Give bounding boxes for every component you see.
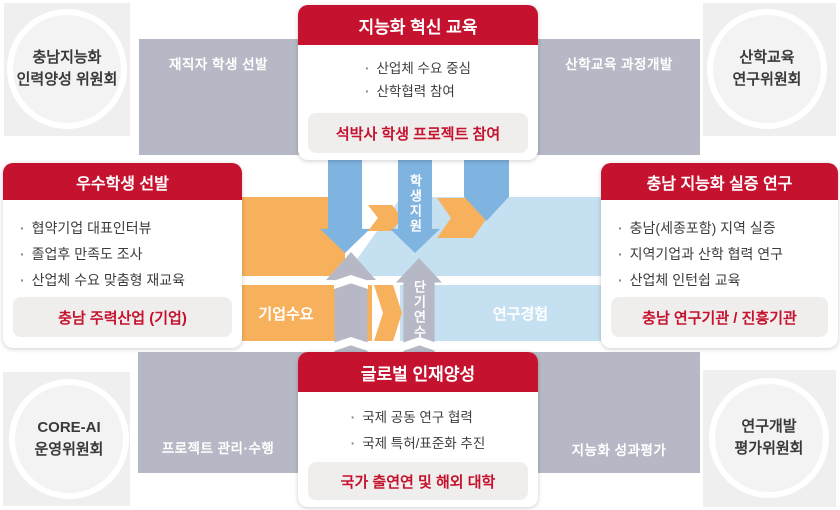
arrow-chevron-notch xyxy=(403,337,436,351)
bullet-item: 산업체 수요 맞춤형 재교육 xyxy=(20,267,242,293)
bullet-list: 충남(세종포함) 지역 실증 지역기업과 산학 협력 연구 산업체 인턴쉽 교육 xyxy=(618,215,838,293)
card-demonstration-research: 충남 지능화 실증 연구 충남(세종포함) 지역 실증 지역기업과 산학 협력 … xyxy=(601,163,838,348)
band-performance-evaluation: 지능화 성과평가 xyxy=(508,352,700,473)
committee-name-line: 연구위원회 xyxy=(732,71,802,88)
bullet-list: 국제 공동 연구 협력 국제 특허/표준화 추진 xyxy=(351,405,486,457)
committee-name-line: 충남지능화 xyxy=(32,48,102,66)
bullet-item: 협약기업 대표인터뷰 xyxy=(20,215,242,241)
bullet-item: 졸업후 만족도 조사 xyxy=(20,241,242,267)
bullet-list: 산업체 수요 중심 산학협력 참여 xyxy=(365,57,471,103)
card-innovation-education: 지능화 혁신 교육 산업체 수요 중심 산학협력 참여 석박사 학생 프로젝트 … xyxy=(298,5,538,160)
card-title: 글로벌 인재양성 xyxy=(298,352,538,392)
arrow-chevron-notch xyxy=(334,337,368,351)
band-label: 지능화 성과평가 xyxy=(571,443,667,458)
flow-label-company-demand: 기업수요 xyxy=(258,305,314,323)
flow-label-research-experience: 연구경험 xyxy=(492,305,549,323)
bullet-item: 산업체 수요 중심 xyxy=(365,57,471,80)
committee-name-line: 평가위원회 xyxy=(734,440,804,457)
card-title: 우수학생 선발 xyxy=(3,163,242,200)
committee-circle-industry-education-research: 산학교육 연구위원회 xyxy=(707,9,827,129)
bullet-item: 산학협력 참여 xyxy=(365,80,471,103)
flow-label-short-training: 단기연수 xyxy=(411,280,427,340)
bullet-item: 국제 특허/표준화 추진 xyxy=(351,431,485,457)
committee-circle-rnd-evaluation: 연구개발 평가위원회 xyxy=(709,378,829,498)
committee-name-line: 산학교육 xyxy=(739,48,795,66)
committee-name-line: 인력양성 위원회 xyxy=(16,71,118,88)
flow-label-student-support: 학생지원 xyxy=(407,174,423,234)
band-label: 재직자 학생 선발 xyxy=(169,57,268,72)
bullet-item: 지역기업과 산학 협력 연구 xyxy=(618,241,838,267)
band-label: 산학교육 과정개발 xyxy=(565,57,673,72)
band-industry-education-curriculum: 산학교육 과정개발 xyxy=(508,39,700,155)
bullet-item: 산업체 인턴쉽 교육 xyxy=(618,267,838,293)
card-title: 충남 지능화 실증 연구 xyxy=(601,163,838,200)
card-global-talent: 글로벌 인재양성 국제 공동 연구 협력 국제 특허/표준화 추진 국가 출연연… xyxy=(298,352,538,507)
bullet-item: 국제 공동 연구 협력 xyxy=(351,405,486,431)
committee-circle-core-ai-steering: CORE-AI 운영위원회 xyxy=(9,379,129,499)
orange-chevron-arrow xyxy=(374,285,402,341)
bullet-list: 협약기업 대표인터뷰 졸업후 만족도 조사 산업체 수요 맞춤형 재교육 xyxy=(20,215,242,293)
committee-circle-chungnam-hrd: 충남지능화 인력양성 위원회 xyxy=(7,9,127,129)
demand-flow-lane-orange xyxy=(242,197,345,276)
bullet-item: 충남(세종포함) 지역 실증 xyxy=(618,215,838,241)
card-title: 지능화 혁신 교육 xyxy=(298,5,538,45)
committee-name-line: CORE-AI xyxy=(37,418,101,436)
highlight-pill: 석박사 학생 프로젝트 참여 xyxy=(308,113,528,153)
band-label: 프로젝트 관리·수행 xyxy=(161,441,275,456)
highlight-pill: 국가 출연연 및 해외 대학 xyxy=(308,462,528,500)
committee-name-line: 연구개발 xyxy=(741,417,797,435)
committee-name-line: 운영위원회 xyxy=(34,441,104,458)
arrow-chevron-notch xyxy=(334,275,368,289)
highlight-pill: 충남 연구기관 / 진흥기관 xyxy=(611,297,828,337)
card-student-selection: 우수학생 선발 협약기업 대표인터뷰 졸업후 만족도 조사 산업체 수요 맞춤형… xyxy=(3,163,242,348)
highlight-pill: 충남 주력산업 (기업) xyxy=(13,297,232,337)
